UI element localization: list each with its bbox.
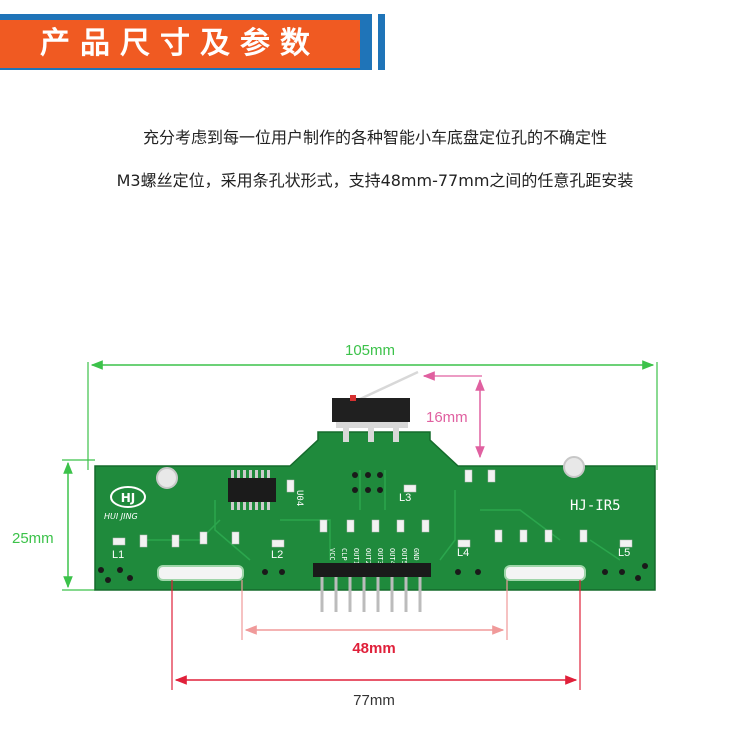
sensor-l2-label: L2: [271, 549, 283, 561]
board-model: HJ-IR5: [570, 498, 621, 514]
height-label: 25mm: [12, 530, 54, 547]
sensor-l5-label: L5: [618, 547, 630, 559]
description-line-1: 充分考虑到每一位用户制作的各种智能小车底盘定位孔的不确定性: [142, 128, 607, 147]
height-dimension: 25mm: [12, 459, 95, 591]
width-label: 105mm: [345, 342, 395, 359]
mounting-hole-right: [563, 456, 585, 478]
sensor-l1-label: L1: [112, 549, 124, 561]
description-line-2: M3螺丝定位，采用条孔状形式，支持48mm-77mm之间的任意孔距安装: [116, 171, 634, 190]
sensor-l4-label: L4: [457, 547, 469, 559]
pin-label: VCC: [328, 548, 336, 561]
header-bar-orange: [0, 20, 360, 68]
micro-switch: [332, 370, 419, 442]
pin-label: OUT2: [364, 548, 372, 565]
pin-label: CLP: [340, 548, 348, 561]
min-spacing-label: 48mm: [352, 640, 395, 657]
logo-text: HJ: [121, 491, 136, 505]
sensor-l3-label: L3: [399, 492, 411, 504]
chip-label: U04: [294, 490, 304, 506]
header-banner: 产品尺寸及参数: [0, 14, 750, 74]
pin-label: OUT3: [376, 548, 384, 565]
pin-label: OUT4: [388, 548, 396, 565]
pin-label: GND: [412, 548, 420, 561]
ic-chip: [228, 478, 276, 502]
min-spacing-dimension: 48mm: [241, 580, 508, 657]
mounting-hole-left: [156, 467, 178, 489]
pin-label: OUT5: [400, 548, 408, 565]
pin-label: OUT1: [352, 548, 360, 565]
slot-left: [157, 565, 244, 581]
brand-name: HUI JING: [104, 512, 138, 521]
header-stripe: [372, 14, 378, 70]
switch-offset-dimension: 16mm: [422, 371, 485, 459]
pcb-board: U04 HJ HU: [94, 431, 656, 591]
slot-right: [504, 565, 586, 581]
page-title: 产品尺寸及参数: [40, 26, 320, 61]
max-spacing-label: 77mm: [353, 692, 395, 709]
width-dimension: 105mm: [87, 342, 658, 470]
brand-logo: HJ HUI JING: [104, 486, 146, 521]
switch-offset-label: 16mm: [426, 409, 468, 426]
pin-header: [313, 563, 431, 612]
max-spacing-dimension: 77mm: [171, 580, 581, 709]
